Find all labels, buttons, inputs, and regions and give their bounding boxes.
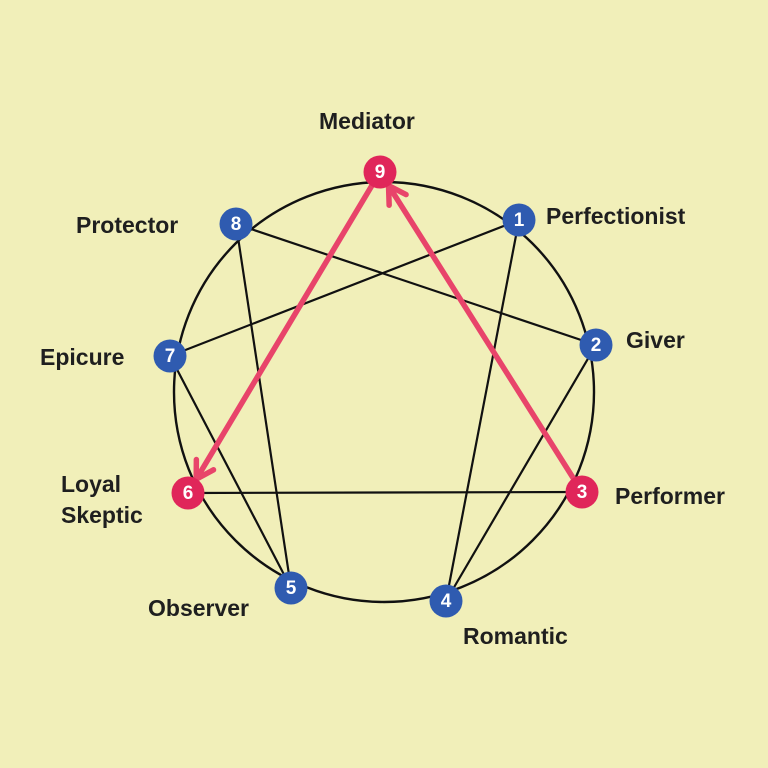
- node-circle-1: [502, 203, 536, 237]
- node-6: 6: [171, 476, 205, 510]
- node-circle-5: [274, 571, 308, 605]
- node-8: 8: [219, 207, 253, 241]
- node-number-2: 2: [591, 335, 602, 356]
- connection-line-7-5: [168, 354, 293, 590]
- label-protector: Protector: [76, 212, 179, 238]
- connection-line-1-7: [168, 218, 521, 358]
- node-number-5: 5: [286, 578, 297, 599]
- enneagram-circle: [172, 180, 596, 604]
- connection-line-8-2: [234, 222, 598, 347]
- node-number-8: 8: [231, 214, 242, 235]
- node-number-1: 1: [514, 210, 525, 231]
- node-1: 1: [502, 203, 536, 237]
- node-number-6: 6: [183, 483, 194, 504]
- node-circle-7: [153, 339, 187, 373]
- node-circle-6: [171, 476, 205, 510]
- node-number-7: 7: [165, 346, 176, 367]
- node-2: 2: [579, 328, 613, 362]
- node-circle-4: [429, 584, 463, 618]
- label-loyal-skeptic: Loyal Skeptic: [61, 471, 143, 528]
- label-giver: Giver: [626, 327, 685, 353]
- connection-line-3-6: [186, 490, 584, 495]
- node-circle-3: [565, 475, 599, 509]
- label-mediator: Mediator: [319, 108, 415, 134]
- node-4: 4: [429, 584, 463, 618]
- label-performer: Performer: [615, 483, 725, 509]
- arrow-line-9-6: [194, 179, 377, 481]
- connection-line-4-1: [444, 218, 521, 603]
- label-romantic: Romantic: [463, 623, 568, 649]
- node-7: 7: [153, 339, 187, 373]
- arrow-line-3-9: [386, 184, 579, 485]
- node-circle-2: [579, 328, 613, 362]
- label-epicure: Epicure: [40, 344, 125, 370]
- connection-line-5-8: [234, 222, 293, 590]
- label-perfectionist: Perfectionist: [546, 203, 686, 229]
- label-observer: Observer: [148, 595, 250, 621]
- node-circle-8: [219, 207, 253, 241]
- node-circle-9: [363, 155, 397, 189]
- connection-line-2-4: [444, 343, 598, 603]
- node-9: 9: [363, 155, 397, 189]
- node-number-3: 3: [577, 482, 588, 503]
- node-number-4: 4: [441, 591, 452, 612]
- node-number-9: 9: [375, 162, 386, 183]
- node-5: 5: [274, 571, 308, 605]
- node-3: 3: [565, 475, 599, 509]
